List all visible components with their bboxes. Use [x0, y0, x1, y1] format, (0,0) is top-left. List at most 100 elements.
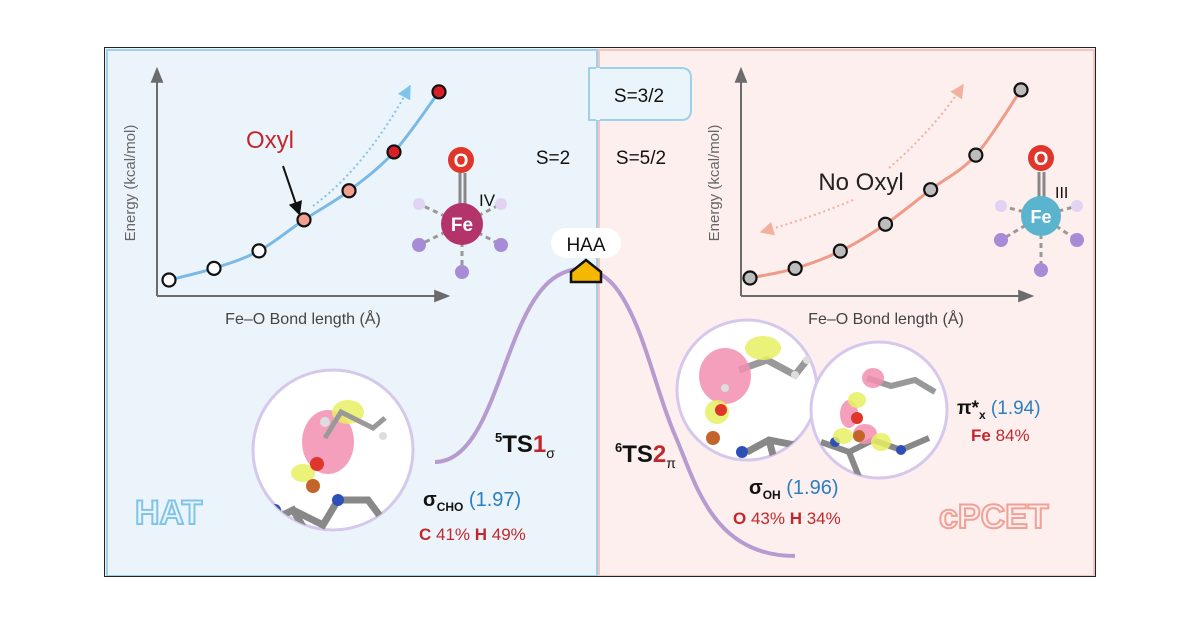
right-xlabel: Fe–O Bond length (Å) — [808, 309, 964, 328]
o-label: O — [1034, 149, 1049, 170]
ligand-atom — [1034, 263, 1048, 277]
orbital-lobe-yellow — [848, 392, 866, 408]
orbital-bubble-oh — [675, 318, 819, 462]
left-data-point — [161, 272, 177, 288]
left-trend-arrow — [312, 84, 411, 207]
n-atom — [896, 445, 906, 455]
spin-state-3-2: S=3/2 — [614, 86, 664, 107]
haa-label-bg — [551, 228, 621, 258]
right-trend-arrow-up — [888, 83, 964, 169]
ligand-atom — [495, 198, 507, 210]
right-data-point — [832, 243, 848, 259]
fe-atom — [306, 479, 320, 493]
spin-state-5-2: S=5/2 — [616, 148, 666, 169]
n-atom — [332, 494, 344, 506]
orbital-cho-label: σCHO (1.97) — [423, 489, 521, 514]
left-energy-plot: Energy (kcal/mol) Fe–O Bond length (Å) O… — [122, 66, 451, 328]
fe-atom — [1021, 196, 1061, 236]
o-label: O — [454, 151, 469, 172]
ts2-label: 6TS2π — [615, 440, 676, 471]
o-atom — [715, 404, 727, 416]
right-data-point — [1013, 82, 1029, 98]
fe-iv-oxo-complex: Fe IV O — [412, 147, 508, 279]
left-data-point — [296, 212, 312, 228]
orbital-lobe-yellow — [871, 433, 891, 451]
ligand-bond — [1040, 214, 1078, 242]
orbital-lobe-yellow — [833, 428, 853, 444]
left-data-point — [206, 260, 222, 276]
h-atom — [721, 384, 729, 392]
orbital-lobe-yellow — [745, 336, 781, 360]
ligand-atom — [494, 238, 508, 252]
panel-border-right — [598, 49, 1095, 576]
oxidation-state-iv: IV — [479, 191, 496, 210]
h-atom — [791, 371, 799, 379]
orbital-oh-pct: O 43% H 34% — [733, 509, 841, 528]
left-xlabel: Fe–O Bond length (Å) — [225, 309, 381, 328]
n-atom — [736, 446, 748, 458]
orbital-bubble-pi — [809, 340, 949, 480]
cpcet-label: cPCET — [939, 498, 1049, 536]
oxygen-atom — [448, 147, 474, 173]
ligand-atom — [1070, 233, 1084, 247]
haa-pentagon — [569, 258, 603, 284]
fe-label: Fe — [1030, 207, 1051, 227]
fe-iii-oxo-complex: Fe III O — [994, 145, 1084, 277]
fe-atom — [706, 431, 720, 445]
ligand-bond — [461, 222, 502, 247]
spin-state-2: S=2 — [536, 148, 570, 169]
orbital-bubble-cho — [251, 368, 415, 532]
ligand-bond — [418, 222, 463, 247]
figure-canvas: S=3/2 S=2 S=5/2 Energy (kcal/mol) Fe–O B… — [105, 48, 1095, 576]
ligand-atom — [413, 198, 425, 210]
ligand-atom — [455, 265, 469, 279]
ligand-atom — [994, 233, 1008, 247]
reaction-pathway — [434, 267, 796, 558]
left-data-point — [431, 84, 447, 100]
oxygen-atom — [1028, 145, 1054, 171]
ligand-bond — [1000, 204, 1042, 218]
o-atom — [851, 412, 863, 424]
ligand-atom — [1071, 200, 1083, 212]
orbital-pi-label: π*x (1.94) — [957, 398, 1041, 422]
panel-border-left — [106, 49, 598, 576]
h-atom — [320, 417, 330, 427]
left-data-point — [386, 144, 402, 160]
ligand-bond — [1000, 214, 1042, 242]
ligand-atom — [412, 238, 426, 252]
orbital-lobe-pink — [699, 348, 751, 404]
right-data-point — [923, 182, 939, 198]
left-data-point — [251, 243, 267, 259]
oxyl-label: Oxyl — [246, 127, 294, 154]
o-atom — [310, 457, 324, 471]
ligand-bond — [461, 202, 502, 226]
right-data-point — [968, 147, 984, 163]
oxyl-arrow — [282, 165, 303, 216]
cpcet-panel-bg — [598, 48, 1095, 576]
ligand-atom — [995, 200, 1007, 212]
haa-label: HAA — [566, 235, 605, 256]
right-energy-plot: Energy (kcal/mol) Fe–O Bond length (Å) N… — [706, 66, 1035, 328]
orbital-pi-pct: Fe 84% — [971, 426, 1030, 445]
right-data-point — [787, 260, 803, 276]
ligand-bond — [418, 202, 463, 226]
left-ylabel: Energy (kcal/mol) — [122, 125, 139, 242]
left-data-point — [341, 183, 357, 199]
orbital-oh-label: σOH (1.96) — [749, 477, 839, 502]
right-data-point — [877, 216, 894, 232]
spin-tab — [588, 67, 692, 121]
orbital-cho-pct: C 41% H 49% — [419, 525, 526, 544]
fe-atom — [441, 203, 483, 245]
orbital-lobe-pink — [862, 368, 884, 388]
hat-label: HAT — [135, 494, 203, 532]
fe-atom — [853, 430, 865, 442]
oxidation-state-iii: III — [1055, 185, 1068, 202]
right-data-point — [742, 270, 758, 286]
haa-marker: HAA — [551, 228, 621, 284]
no-oxyl-label: No Oxyl — [818, 169, 903, 196]
h-atom — [803, 356, 811, 364]
ts1-label: 5TS1σ — [495, 430, 555, 461]
h-atom — [379, 432, 387, 440]
right-ylabel: Energy (kcal/mol) — [706, 125, 723, 242]
fe-label: Fe — [451, 215, 473, 236]
